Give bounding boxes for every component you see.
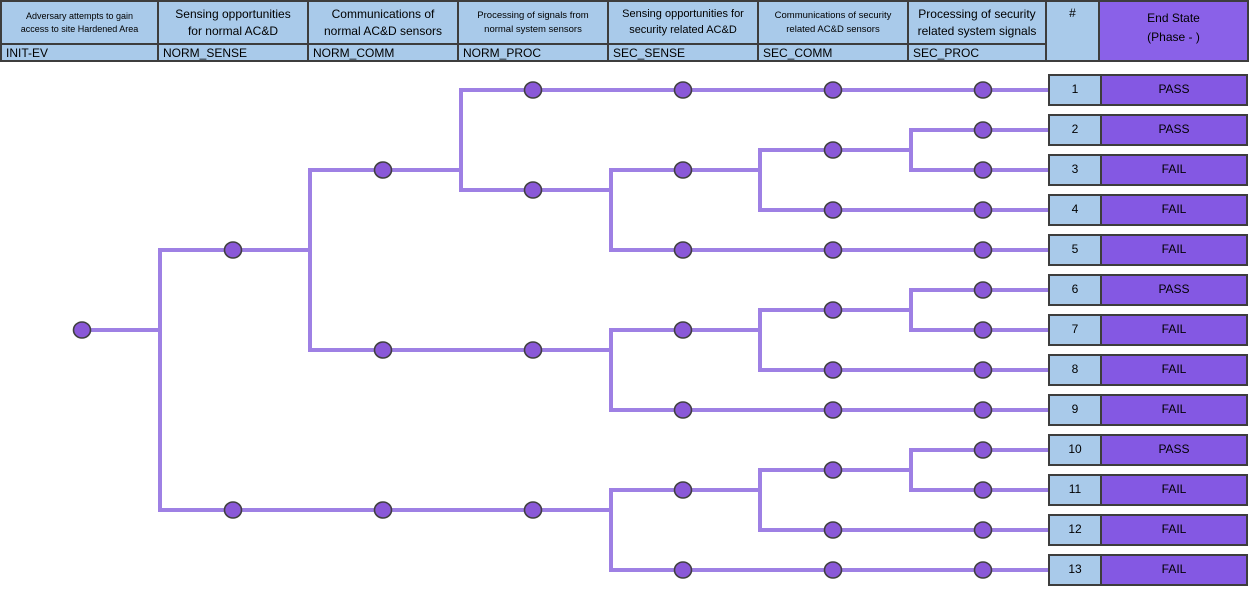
- end-state-header-line2: (Phase - ): [1147, 29, 1200, 44]
- event-description-cell[interactable]: Adversary attempts to gain access to sit…: [0, 0, 159, 45]
- sequence-row-8[interactable]: 8 FAIL: [1048, 354, 1248, 386]
- sequence-number-cell: 5: [1050, 236, 1100, 264]
- sequence-number-cell: 1: [1050, 76, 1100, 104]
- event-name-cell[interactable]: NORM_COMM: [307, 43, 459, 62]
- sequence-number-cell: 12: [1050, 516, 1100, 544]
- end-state-cell: PASS: [1100, 436, 1246, 464]
- event-column-header-SEC_COMM[interactable]: Communications of security related AC&D …: [757, 0, 909, 62]
- sequence-row-7[interactable]: 7 FAIL: [1048, 314, 1248, 346]
- event-column-header-SEC_PROC[interactable]: Processing of security related system si…: [907, 0, 1047, 62]
- event-name-cell[interactable]: INIT-EV: [0, 43, 159, 62]
- sequence-row-5[interactable]: 5 FAIL: [1048, 234, 1248, 266]
- end-state-header-line1: End State: [1147, 11, 1200, 25]
- sequence-number-cell: 2: [1050, 116, 1100, 144]
- sequence-row-11[interactable]: 11 FAIL: [1048, 474, 1248, 506]
- sequence-row-2[interactable]: 2 PASS: [1048, 114, 1248, 146]
- end-state-cell: FAIL: [1100, 196, 1246, 224]
- hash-header-cell: #: [1045, 0, 1100, 62]
- end-state-cell: FAIL: [1100, 236, 1246, 264]
- sequence-number-cell: 6: [1050, 276, 1100, 304]
- sequence-row-4[interactable]: 4 FAIL: [1048, 194, 1248, 226]
- sequence-row-12[interactable]: 12 FAIL: [1048, 514, 1248, 546]
- sequence-row-3[interactable]: 3 FAIL: [1048, 154, 1248, 186]
- sequence-row-9[interactable]: 9 FAIL: [1048, 394, 1248, 426]
- event-description-cell[interactable]: Sensing opportunities for normal AC&D: [157, 0, 309, 45]
- sequence-number-cell: 8: [1050, 356, 1100, 384]
- event-name-cell[interactable]: NORM_PROC: [457, 43, 609, 62]
- sequence-row-13[interactable]: 13 FAIL: [1048, 554, 1248, 586]
- event-name-cell[interactable]: SEC_SENSE: [607, 43, 759, 62]
- event-description-cell[interactable]: Communications of normal AC&D sensors: [307, 0, 459, 45]
- end-state-cell: FAIL: [1100, 396, 1246, 424]
- sequence-number-cell: 13: [1050, 556, 1100, 584]
- sequence-row-10[interactable]: 10 PASS: [1048, 434, 1248, 466]
- end-state-cell: FAIL: [1100, 556, 1246, 584]
- sequence-row-6[interactable]: 6 PASS: [1048, 274, 1248, 306]
- event-column-header-NORM_SENSE[interactable]: Sensing opportunities for normal AC&D NO…: [157, 0, 309, 62]
- end-state-cell: PASS: [1100, 116, 1246, 144]
- end-state-header-cell: End State (Phase - ): [1098, 0, 1249, 62]
- event-column-header-NORM_COMM[interactable]: Communications of normal AC&D sensors NO…: [307, 0, 459, 62]
- end-state-cell: PASS: [1100, 276, 1246, 304]
- end-state-cell: FAIL: [1100, 156, 1246, 184]
- end-state-cell: FAIL: [1100, 316, 1246, 344]
- end-state-cell: FAIL: [1100, 356, 1246, 384]
- sequence-number-cell: 10: [1050, 436, 1100, 464]
- event-column-header-INIT-EV[interactable]: Adversary attempts to gain access to sit…: [0, 0, 159, 62]
- sequence-number-cell: 11: [1050, 476, 1100, 504]
- sequence-row-1[interactable]: 1 PASS: [1048, 74, 1248, 106]
- row-number-column-header: #: [1045, 0, 1100, 62]
- sequence-number-cell: 3: [1050, 156, 1100, 184]
- event-description-cell[interactable]: Communications of security related AC&D …: [757, 0, 909, 45]
- sequence-number-cell: 4: [1050, 196, 1100, 224]
- header-row: Adversary attempts to gain access to sit…: [0, 0, 1249, 62]
- sequence-number-cell: 7: [1050, 316, 1100, 344]
- event-description-cell[interactable]: Processing of signals from normal system…: [457, 0, 609, 45]
- event-name-cell[interactable]: SEC_PROC: [907, 43, 1047, 62]
- event-description-cell[interactable]: Processing of security related system si…: [907, 0, 1047, 45]
- end-state-column-header: End State (Phase - ): [1098, 0, 1249, 62]
- sequence-number-cell: 9: [1050, 396, 1100, 424]
- end-state-cell: FAIL: [1100, 516, 1246, 544]
- event-name-cell[interactable]: SEC_COMM: [757, 43, 909, 62]
- end-state-cell: FAIL: [1100, 476, 1246, 504]
- event-name-cell[interactable]: NORM_SENSE: [157, 43, 309, 62]
- event-column-header-NORM_PROC[interactable]: Processing of signals from normal system…: [457, 0, 609, 62]
- event-column-header-SEC_SENSE[interactable]: Sensing opportunities for security relat…: [607, 0, 759, 62]
- event-description-cell[interactable]: Sensing opportunities for security relat…: [607, 0, 759, 45]
- end-state-cell: PASS: [1100, 76, 1246, 104]
